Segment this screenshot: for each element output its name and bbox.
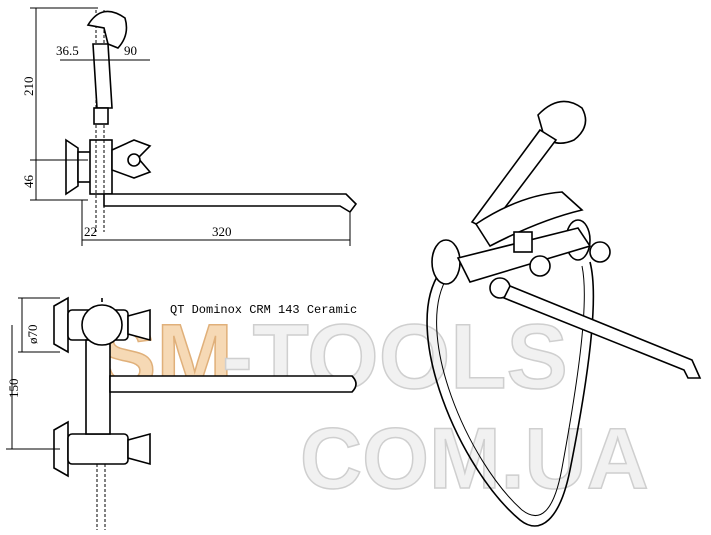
dim-spout-length: 320 xyxy=(212,224,232,239)
dim-height-lower: 46 xyxy=(21,175,36,189)
handle-top-disc xyxy=(81,304,123,346)
spout-side xyxy=(103,193,358,214)
shower-handle xyxy=(92,43,113,109)
dim-top-width: 90 xyxy=(124,43,137,58)
valve-body xyxy=(89,139,113,195)
handle-bottom-lever xyxy=(127,432,151,466)
dim-height-total: 210 xyxy=(21,77,36,97)
perspective-handle-mid xyxy=(529,255,551,277)
perspective-hose xyxy=(426,261,595,527)
side-view: 36.5 90 210 46 22 320 xyxy=(21,7,358,246)
dim-base-offset: 22 xyxy=(84,224,97,239)
product-title: QT Dominox CRM 143 Ceramic xyxy=(170,303,357,317)
perspective-flange-left xyxy=(431,239,461,285)
wall-flange xyxy=(65,138,79,196)
handle-cap xyxy=(127,153,141,167)
dim-handle-diameter: ø70 xyxy=(25,325,40,345)
body-bottom xyxy=(67,433,129,465)
perspective-hose-inner xyxy=(436,265,585,516)
watermark-domain: COM.UA xyxy=(300,411,649,507)
hose-connector xyxy=(93,107,109,125)
dim-center-distance: 150 xyxy=(6,379,21,399)
perspective-diverter xyxy=(513,231,533,253)
perspective-view xyxy=(426,100,702,527)
body-column xyxy=(85,339,111,435)
shower-head xyxy=(86,10,128,49)
perspective-body xyxy=(456,227,592,283)
flange-bottom xyxy=(53,420,69,478)
flange-top xyxy=(53,296,69,354)
perspective-holder xyxy=(474,191,584,248)
spout-front xyxy=(109,375,357,393)
handle-top-lever xyxy=(127,308,151,342)
perspective-spout xyxy=(502,284,702,379)
dim-top-offset: 36.5 xyxy=(56,43,79,58)
front-view: QT Dominox CRM 143 Ceramic ø70 150 xyxy=(6,296,357,530)
perspective-handle-right xyxy=(589,241,611,263)
watermark: SM -TOOLS COM.UA xyxy=(94,305,649,508)
